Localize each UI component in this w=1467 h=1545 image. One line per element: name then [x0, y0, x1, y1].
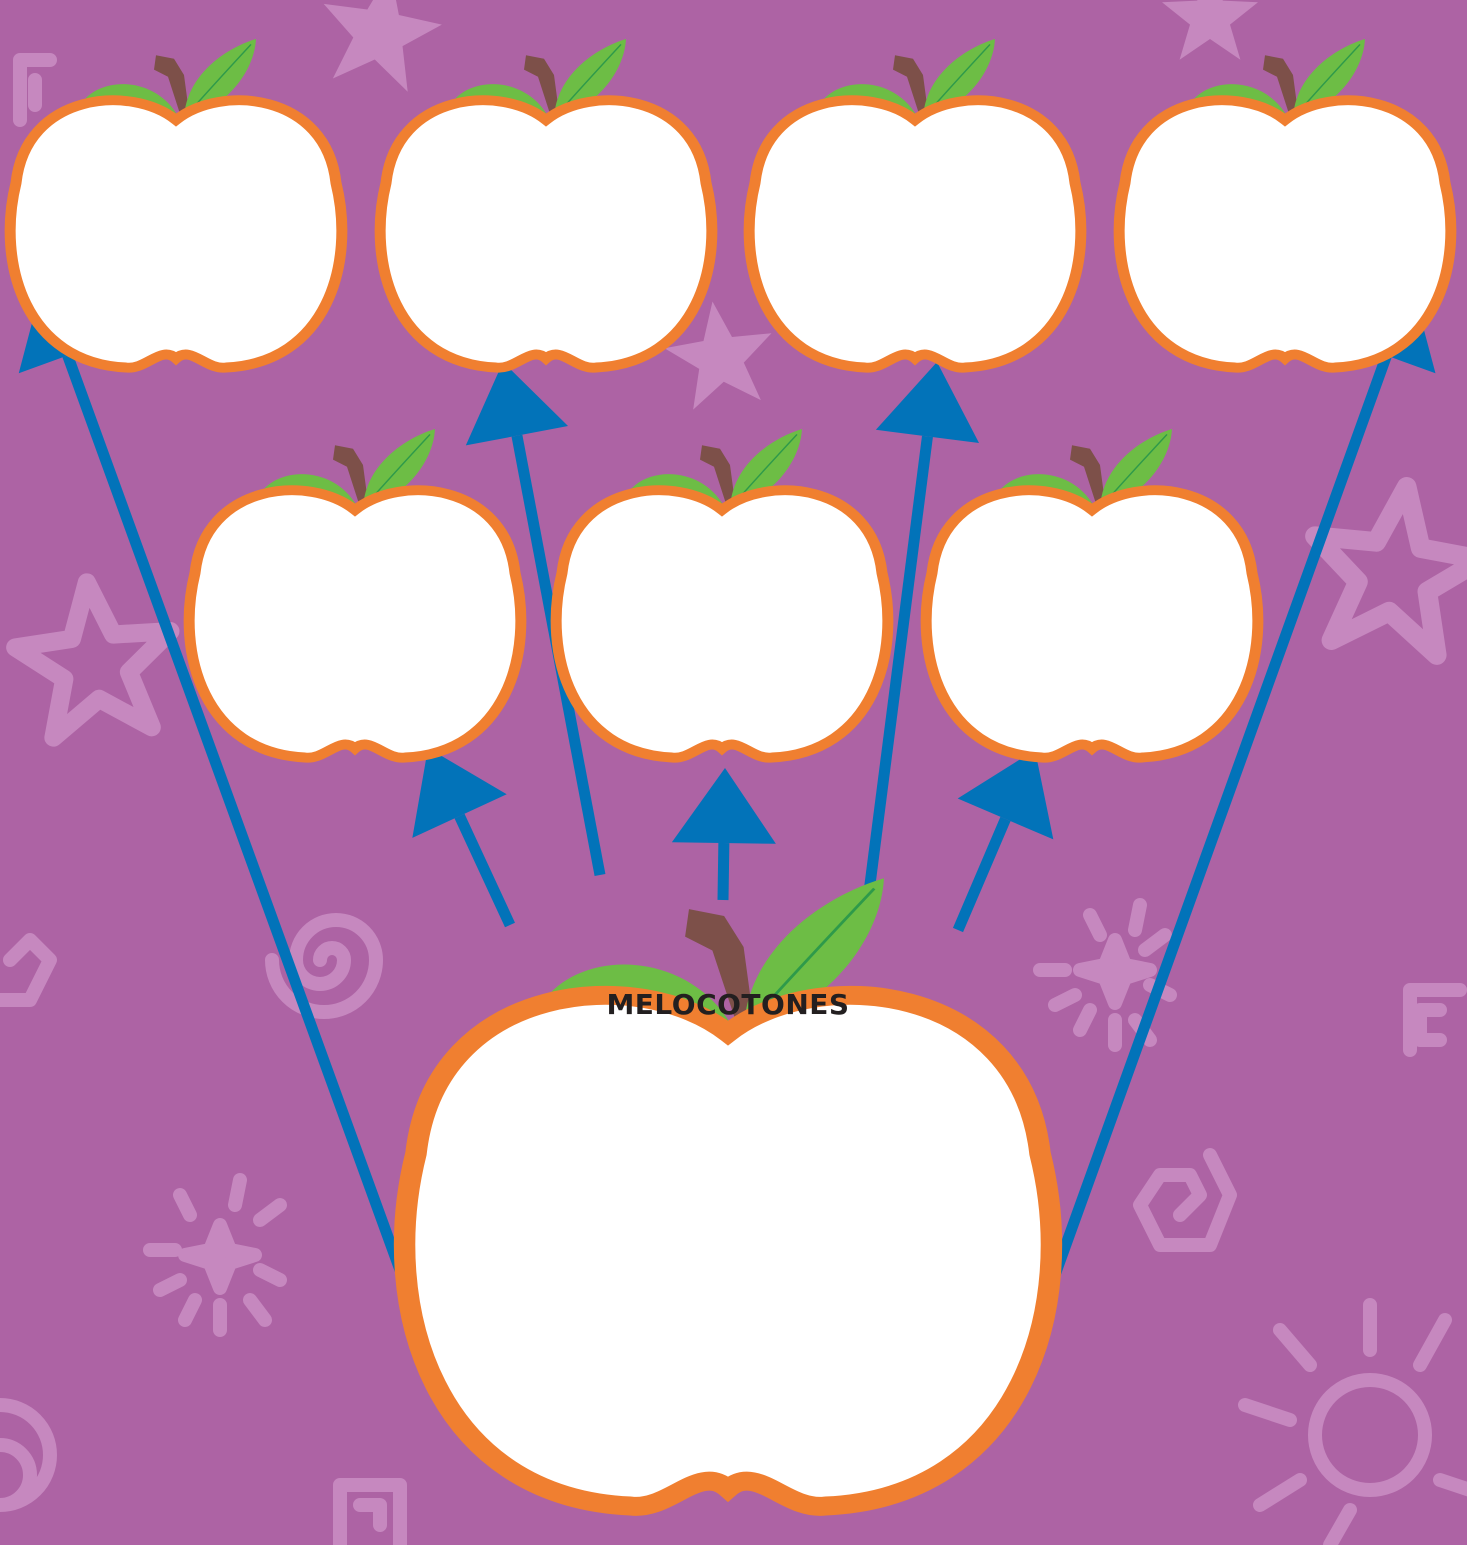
apple-body	[10, 100, 342, 367]
apple-body	[1119, 100, 1451, 367]
apple-body	[556, 490, 888, 757]
apple-body	[380, 100, 712, 367]
arrow-shaft	[723, 843, 724, 900]
central-apple-label: MELOCOTONES	[553, 988, 903, 1021]
apple-body	[749, 100, 1081, 367]
apple-body	[405, 995, 1052, 1506]
apple-body	[189, 490, 521, 757]
apple-body	[926, 490, 1258, 757]
